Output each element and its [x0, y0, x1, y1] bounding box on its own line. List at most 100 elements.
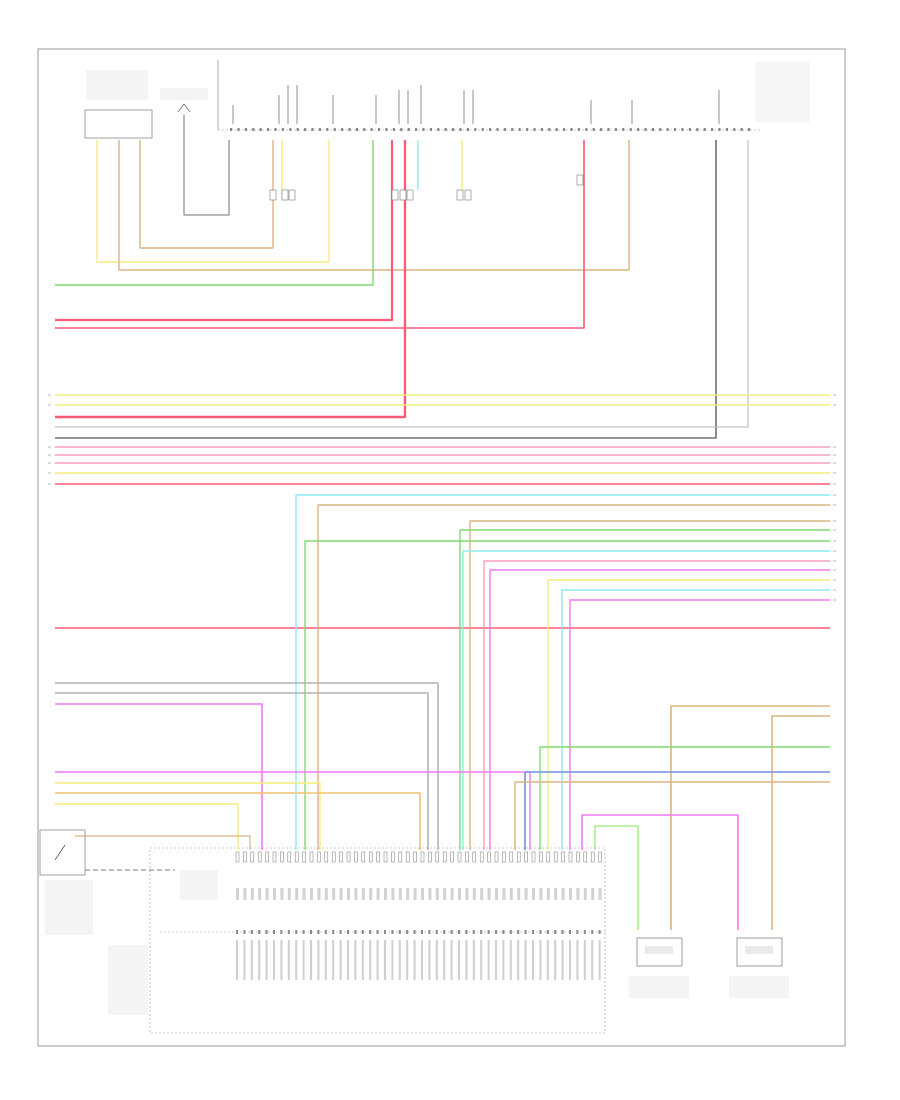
bottom-pin: [561, 930, 564, 934]
bottom-pin-label-mark: [361, 940, 364, 980]
bottom-wire-label-mark: [487, 888, 491, 900]
bottom-pin-label-mark: [280, 940, 283, 980]
diagram-frame: [37, 48, 846, 1047]
bottom-pin: [413, 930, 416, 934]
bottom-pin-label-mark: [310, 940, 312, 980]
bottom-pin-label-mark: [243, 940, 246, 980]
bottom-connector-top: [376, 851, 380, 863]
bottom-wire-label-mark: [376, 888, 380, 900]
pin-label-mark: [631, 100, 633, 124]
pin-label-mark: [718, 90, 720, 124]
wire-blue: [524, 771, 830, 850]
wire-yellow-lower-1: [55, 782, 321, 850]
bottom-connector-top: [428, 851, 432, 863]
connector-pin: [437, 128, 440, 131]
bottom-wire-label-mark: [324, 888, 328, 900]
bottom-wire-label-mark: [450, 888, 454, 900]
bottom-wire-label-mark: [472, 888, 476, 900]
connector-pin: [466, 128, 469, 131]
bottom-pin-label-mark: [487, 940, 490, 980]
connector-pin: [577, 128, 580, 131]
right-bundle-wire-9: [561, 589, 830, 850]
bottom-pin-label-mark: [435, 940, 438, 980]
connector-pin: [703, 128, 706, 131]
wire-antenna: [183, 115, 230, 216]
bottom-connector-top: [398, 851, 403, 863]
bottom-wire-label-mark: [435, 888, 439, 900]
connector-pin: [718, 128, 721, 131]
right-bundle-wire-1: [317, 504, 830, 850]
wire-yellow-lower-2: [55, 803, 239, 850]
bottom-connector-top: [265, 851, 269, 863]
connector-pin: [318, 128, 321, 131]
connector-pin: [481, 128, 484, 131]
pin-label-mark: [278, 95, 280, 124]
bottom-pin-label-mark: [406, 940, 409, 980]
bottom-connector-top: [598, 851, 602, 863]
pin-label-mark: [332, 95, 334, 124]
bottom-wire-label-mark: [384, 888, 387, 900]
bottom-pin-label-mark: [598, 940, 601, 980]
connector-pin: [740, 128, 743, 131]
bottom-pin-label-mark: [265, 940, 268, 980]
connector-pin: [326, 128, 329, 131]
bottom-connector-top: [450, 851, 454, 863]
connector-pin: [526, 128, 529, 131]
wire-lightgreen-solenoid: [594, 825, 639, 930]
bottom-pin-label-mark: [250, 940, 253, 980]
connector-pin: [607, 128, 610, 131]
bottom-connector-top: [516, 851, 521, 863]
bottom-pin-label-mark: [273, 940, 275, 980]
connector-pin: [711, 128, 714, 131]
bottom-pin-label-mark: [376, 940, 379, 980]
bottom-wire-label-mark: [443, 888, 447, 900]
connector-pin: [666, 128, 669, 131]
right-bundle-wire-2: [469, 520, 830, 850]
bottom-wire-label-mark: [391, 888, 395, 900]
bottom-wire-label-mark: [569, 888, 572, 900]
bottom-connector-top: [465, 851, 469, 863]
wire-gray: [55, 140, 749, 428]
bottom-wire-label-mark: [347, 888, 350, 900]
solenoid-inner-1: [645, 946, 673, 954]
bottom-pin-label-mark: [517, 940, 520, 980]
bottom-connector-top: [487, 851, 491, 863]
connector-pin: [503, 128, 506, 131]
bottom-wire-label-mark: [369, 888, 373, 900]
bottom-connector-top: [361, 851, 366, 863]
bottom-connector-top: [413, 851, 417, 863]
connector-pin: [237, 128, 240, 131]
inline-connector: [464, 189, 472, 201]
bottom-pin-label-mark: [532, 940, 534, 980]
bottom-wire-label-mark: [280, 888, 284, 900]
inline-connector: [281, 189, 289, 201]
connector-pin: [496, 128, 499, 131]
bottom-pin-label-mark: [443, 940, 446, 980]
connector-pin: [392, 128, 395, 131]
bottom-pin-label-mark: [369, 940, 372, 980]
wire-solenoid-1a: [670, 705, 830, 930]
bottom-connector-top: [420, 851, 425, 863]
connector-pin: [733, 128, 736, 131]
bottom-wire-label-mark: [339, 888, 343, 900]
bottom-connector-top: [590, 851, 595, 863]
bottom-wire-label-mark: [317, 888, 321, 900]
bottom-pin: [369, 930, 372, 934]
bottom-connector-top: [257, 851, 262, 863]
connector-pin: [489, 128, 492, 131]
bottom-wire-label-mark: [406, 888, 410, 900]
bottom-pin-label-mark: [591, 940, 594, 980]
connector-pin: [600, 128, 603, 131]
bottom-pin: [302, 930, 305, 934]
connector-pin: [370, 128, 373, 131]
connector-pin: [415, 128, 418, 131]
connector-pin: [592, 128, 595, 131]
bottom-pin-label-mark: [236, 940, 238, 980]
bottom-pin-label-mark: [458, 940, 460, 980]
bottom-connector-top: [568, 851, 573, 863]
bottom-wire-label-mark: [554, 888, 558, 900]
connector-pin: [267, 128, 270, 131]
bottom-connector-top: [294, 851, 299, 863]
bottom-wire-label-mark: [310, 888, 313, 900]
